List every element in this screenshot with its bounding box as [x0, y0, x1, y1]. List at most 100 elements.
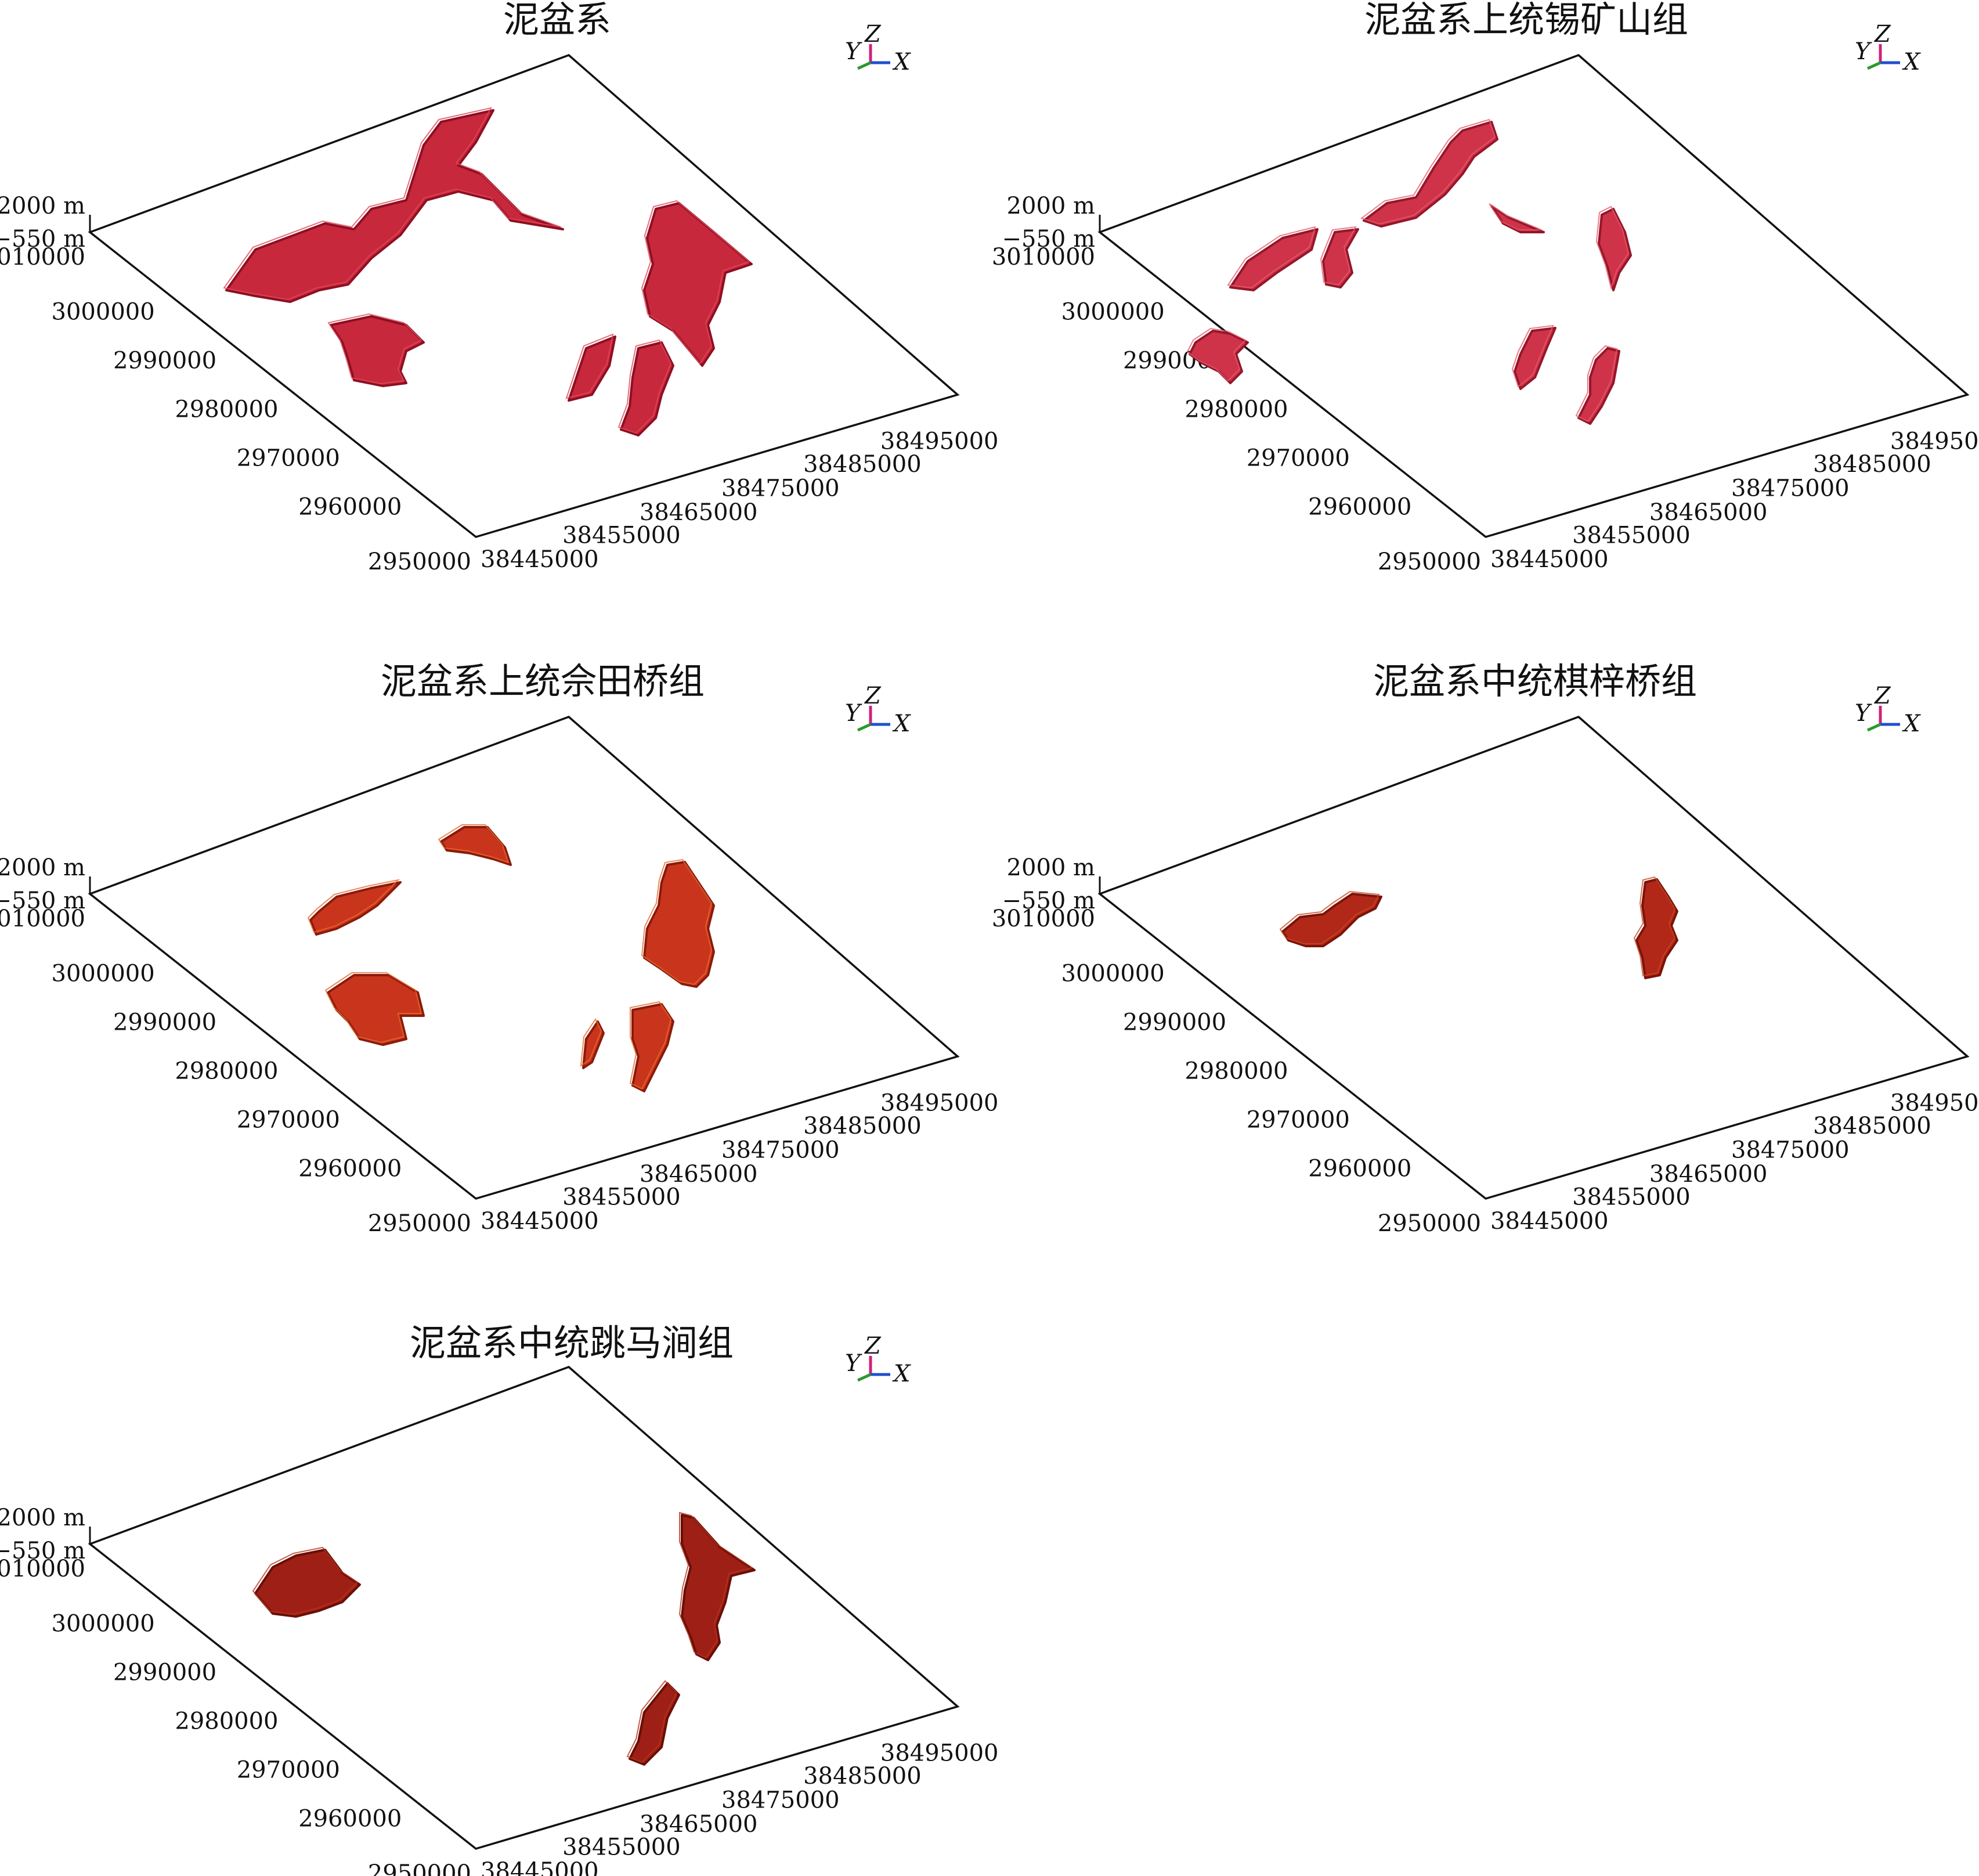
x-tick-label: 38465000: [1649, 499, 1768, 526]
x-tick-label: 38455000: [1572, 1184, 1691, 1210]
ore-body-highlight: [324, 972, 422, 1044]
ore-body-highlight: [626, 1680, 678, 1763]
map-frame: [88, 1365, 960, 1850]
x-tick-label: 38455000: [562, 1834, 681, 1860]
x-tick-label: 38495000: [880, 1740, 999, 1767]
map-frame: [88, 53, 960, 538]
ore-body-highlight: [1489, 203, 1542, 230]
ore-body-highlight: [1360, 118, 1496, 225]
x-tick-label: 38495000: [1890, 428, 1979, 455]
x-tick-label: 38495000: [880, 1090, 999, 1117]
ore-body-shape: [631, 1003, 674, 1092]
ore-body-shape: [643, 861, 715, 988]
z-label: 2000 m: [1007, 854, 1095, 881]
y-tick-label: 2970000: [1247, 445, 1350, 472]
y-tick-label: 3010000: [0, 244, 85, 270]
y-tick-label: 2950000: [368, 1860, 471, 1876]
z-label: 2000 m: [0, 854, 85, 881]
y-tick-label: 3000000: [52, 961, 155, 987]
y-tick-label: 2980000: [175, 396, 278, 423]
x-tick-label: 38495000: [880, 428, 999, 455]
axis-triad: YZX: [1855, 21, 1921, 75]
ore-body-highlight: [1511, 324, 1554, 388]
y-arrow-icon: [857, 1373, 872, 1382]
panel-title: 泥盆系中统棋梓桥组: [1373, 660, 1697, 702]
y-tick-label: 2950000: [1378, 1210, 1481, 1237]
ore-body-highlight: [223, 107, 561, 301]
axis-triad: YZX: [845, 21, 911, 75]
ore-body-highlight: [678, 1511, 754, 1659]
panel-title: 泥盆系上统锡矿山组: [1364, 0, 1688, 41]
y-tick-label: 2990000: [113, 1659, 216, 1686]
x-tick-label: 38445000: [1490, 1208, 1609, 1235]
y-tick-label: 3000000: [52, 1611, 155, 1637]
y-tick-label: 2950000: [368, 1210, 471, 1237]
ore-body-shape: [568, 335, 616, 402]
y-arrow-icon: [857, 61, 872, 70]
panel-title: 泥盆系中统跳马涧组: [410, 1322, 734, 1364]
x-tick-label: 38475000: [1731, 475, 1850, 502]
x-tick-label: 38445000: [481, 1208, 599, 1235]
ore-body-shape: [254, 1549, 361, 1618]
ore-body-highlight: [438, 824, 510, 864]
axis-z-letter: Z: [1873, 683, 1891, 709]
z-label: 2000 m: [0, 1505, 85, 1531]
y-tick-label: 2970000: [1247, 1107, 1350, 1134]
x-tick-label: 38445000: [481, 1858, 599, 1876]
ore-body-shape: [225, 109, 564, 303]
y-tick-label: 2980000: [1184, 396, 1288, 423]
x-tick-label: 38465000: [640, 499, 758, 526]
ore-body-shape: [1363, 121, 1498, 228]
ore-body-shape: [440, 826, 512, 866]
x-tick-label: 38445000: [481, 546, 599, 573]
y-tick-label: 2950000: [1378, 549, 1481, 575]
axis-y-letter: Y: [845, 38, 862, 65]
y-tick-label: 2990000: [113, 1009, 216, 1036]
y-tick-label: 2970000: [237, 1757, 340, 1784]
x-tick-label: 38495000: [1890, 1090, 1979, 1117]
ore-body-highlight: [1320, 226, 1357, 286]
x-tick-label: 38455000: [562, 1184, 681, 1210]
x-tick-label: 38455000: [562, 522, 681, 549]
y-tick-label: 2970000: [237, 1107, 340, 1134]
axis-x-letter: X: [892, 710, 911, 737]
axis-y-letter: Y: [845, 700, 862, 727]
ore-body-highlight: [1227, 226, 1316, 289]
y-tick-label: 2990000: [113, 348, 216, 374]
ore-body-highlight: [1279, 890, 1380, 944]
y-tick-label: 2990000: [1123, 1009, 1226, 1036]
ore-body-shape: [1577, 347, 1620, 425]
y-tick-label: 2970000: [237, 445, 340, 472]
ore-body-shape: [1189, 330, 1249, 384]
x-tick-label: 38485000: [803, 1113, 922, 1139]
ore-body-shape: [309, 881, 402, 936]
ore-body-highlight: [580, 1018, 602, 1067]
ore-body-highlight: [1595, 205, 1630, 290]
panel-title: 泥盆系上统佘田桥组: [381, 660, 705, 702]
x-tick-label: 38475000: [1731, 1137, 1850, 1164]
y-arrow-icon: [1866, 61, 1882, 70]
x-tick-label: 38465000: [640, 1811, 758, 1838]
ore-body-highlight: [617, 339, 672, 434]
axis-x-letter: X: [1902, 49, 1921, 75]
x-tick-label: 38445000: [1490, 546, 1609, 573]
ore-body-highlight: [327, 313, 422, 385]
axis-triad: YZX: [845, 1333, 911, 1387]
y-tick-label: 2980000: [175, 1708, 278, 1735]
y-tick-label: 3010000: [0, 1556, 85, 1582]
z-label: −550 m: [1002, 888, 1095, 914]
z-label: 2000 m: [0, 193, 85, 219]
z-label: 2000 m: [1007, 193, 1095, 219]
z-label: −550 m: [1002, 226, 1095, 252]
ore-body-highlight: [565, 333, 614, 399]
ore-body-highlight: [1575, 345, 1618, 423]
ore-body-shape: [1514, 327, 1557, 390]
z-label: −550 m: [0, 226, 85, 252]
axis-x-letter: X: [1902, 710, 1921, 737]
ore-body-shape: [327, 974, 425, 1046]
axis-z-letter: Z: [1873, 21, 1891, 48]
x-tick-label: 38475000: [721, 475, 840, 502]
